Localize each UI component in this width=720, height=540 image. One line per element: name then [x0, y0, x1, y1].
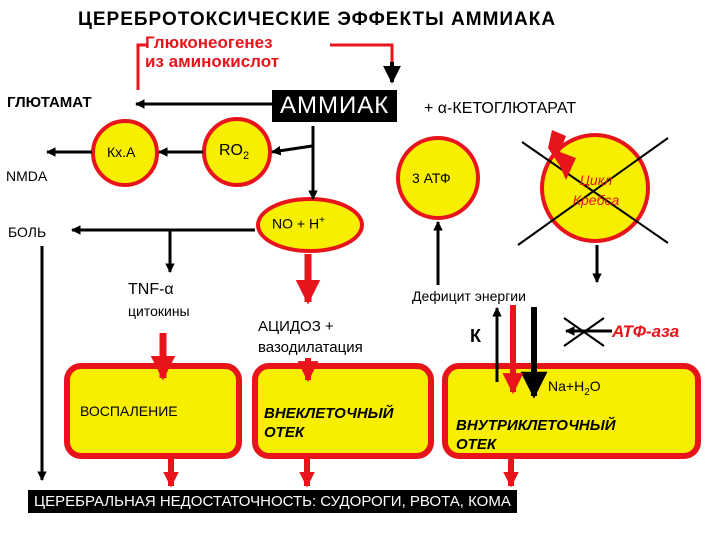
k-ion-label: К: [470, 326, 481, 346]
extracellular-edema-box: [252, 363, 434, 459]
tnf-label: TNF-α: [128, 281, 174, 298]
acidosis-label: АЦИДОЗ + вазодилатация: [258, 316, 363, 358]
atpase-cross-2: [563, 317, 605, 347]
krebs-line2: Кребса: [572, 192, 620, 208]
gluconeogenesis-label: Глюконеогенез из аминокислот: [145, 33, 279, 71]
glutamate-label: ГЛЮТАМАТ: [7, 94, 92, 111]
nmda-label: NMDA: [6, 168, 48, 184]
gluconeogenesis-arrow: [136, 43, 148, 90]
extracellular-edema-line2: ОТЕК: [264, 424, 305, 441]
gluconeogenesis-line2: из аминокислот: [145, 52, 280, 71]
acidosis-line1: АЦИДОЗ +: [258, 318, 334, 335]
krebs-line1: Цикл: [579, 172, 613, 188]
na-h2o-label: Na+H2O: [548, 378, 601, 398]
kxa-label: Кх.А: [107, 144, 136, 160]
ammonia-label: АММИАК: [272, 90, 398, 122]
krebs-cross-2: [517, 137, 669, 246]
arrow-to-ro2: [271, 144, 313, 156]
kxa-circle: [91, 119, 159, 187]
no-h-text: NO + H: [272, 215, 320, 232]
intracellular-edema-label: ВНУТРИКЛЕТОЧНЫЙ ОТЕК: [456, 416, 616, 454]
ro2-circle: [202, 117, 272, 187]
gluconeogenesis-line1: Глюконеогенез: [145, 33, 273, 52]
energy-deficit-label: Дефицит энергии: [412, 288, 526, 304]
ro2-subscript: 2: [243, 150, 250, 163]
intracellular-edema-line1: ВНУТРИКЛЕТОЧНЫЙ: [456, 417, 616, 434]
atp3-circle: [396, 136, 480, 220]
extracellular-edema-line1: ВНЕКЛЕТОЧНЫЙ: [264, 405, 394, 422]
atpase-label: АТФ-аза: [612, 322, 680, 341]
na-h2o-post: O: [589, 378, 601, 394]
lightning-icon: [548, 130, 576, 180]
na-h2o-sub: 2: [584, 386, 590, 398]
ro2-text: RO: [219, 142, 243, 159]
ro2-label: RO2: [219, 142, 249, 162]
cerebral-failure-bar: ЦЕРЕБРАЛЬНАЯ НЕДОСТАТОЧНОСТЬ: СУДОРОГИ, …: [28, 490, 517, 513]
intracellular-edema-line2: ОТЕК: [456, 436, 497, 453]
cytokines-label: цитокины: [128, 303, 190, 319]
pain-label: БОЛЬ: [8, 224, 47, 240]
krebs-cross-1: [521, 141, 669, 244]
inflammation-label: ВОСПАЛЕНИЕ: [80, 403, 178, 419]
no-h-superscript: +: [319, 215, 325, 226]
ketoglutarate-label: + α-КЕТОГЛЮТАРАТ: [424, 100, 577, 117]
krebs-label: Цикл Кребса: [558, 170, 634, 210]
acidosis-line2: вазодилатация: [258, 339, 363, 356]
no-h-label: NO + H+: [272, 215, 325, 232]
extracellular-edema-label: ВНЕКЛЕТОЧНЫЙ ОТЕК: [264, 404, 393, 442]
page-title: ЦЕРЕБРОТОКСИЧЕСКИЕ ЭФФЕКТЫ АММИАКА: [78, 9, 557, 30]
atp3-label: 3 АТФ: [412, 170, 451, 186]
na-h2o-pre: Na+H: [548, 378, 585, 394]
